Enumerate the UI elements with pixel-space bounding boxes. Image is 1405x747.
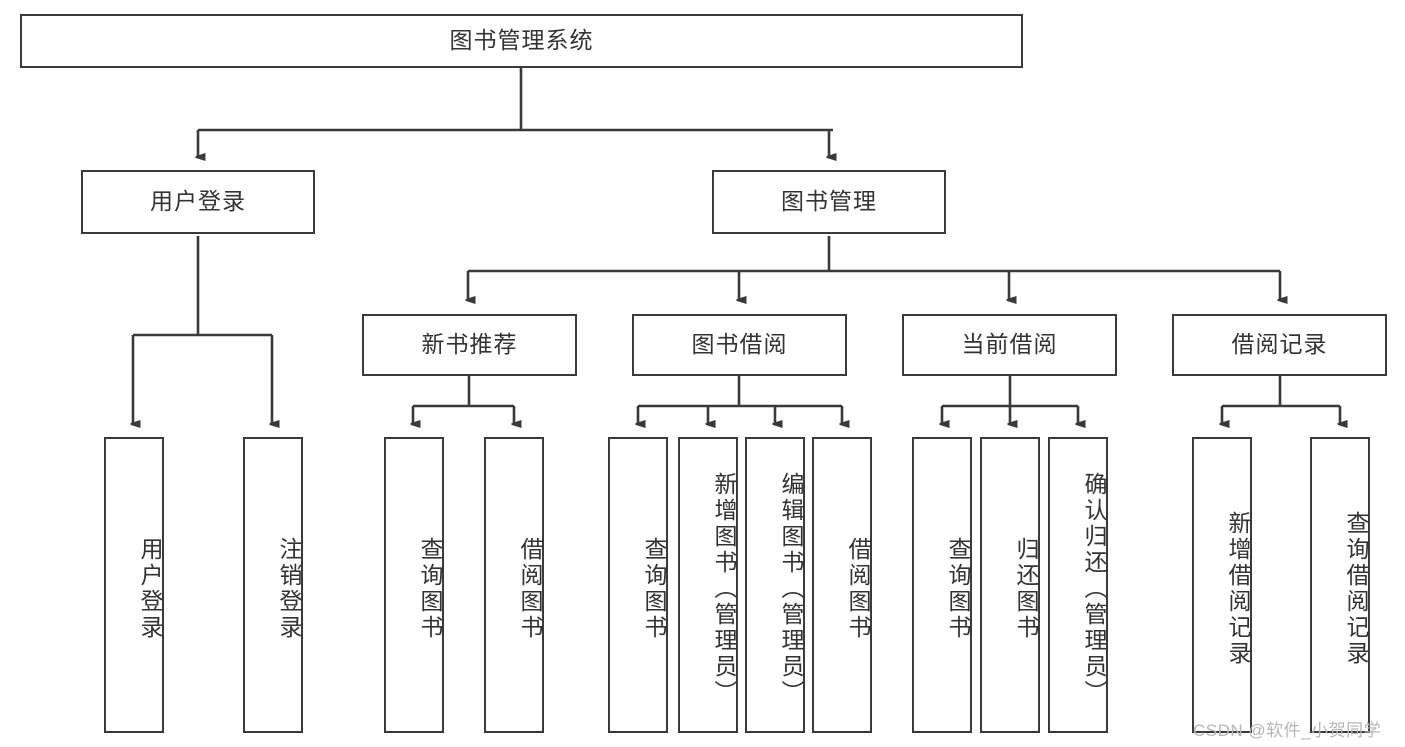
leaf-borrow-query-book[interactable]: 查询图书 — [608, 437, 668, 733]
node-borrow-record[interactable]: 借阅记录 — [1172, 314, 1387, 376]
leaf-recommend-borrow-book[interactable]: 借阅图书 — [484, 437, 544, 733]
csdn-watermark: CSDN @软件_小贺同学 — [1193, 721, 1382, 740]
leaf-recommend-query-book-label: 查询图书 — [417, 537, 443, 641]
node-book-management[interactable]: 图书管理 — [712, 170, 946, 234]
leaf-return-book[interactable]: 归还图书 — [980, 437, 1040, 733]
leaf-borrow-query-book-label: 查询图书 — [641, 537, 667, 641]
node-borrow-record-label: 借阅记录 — [1231, 331, 1328, 358]
node-new-book-recommend-label: 新书推荐 — [421, 331, 518, 358]
leaf-current-query-book[interactable]: 查询图书 — [912, 437, 972, 733]
leaf-add-borrow-record-label: 新增借阅记录 — [1225, 511, 1251, 667]
leaf-edit-book-admin[interactable]: 编辑图书（管理员） — [745, 437, 805, 733]
node-root-label: 图书管理系统 — [449, 27, 594, 54]
node-user-login[interactable]: 用户登录 — [81, 170, 315, 234]
node-current-borrow-label: 当前借阅 — [961, 331, 1058, 358]
leaf-current-query-book-label: 查询图书 — [945, 537, 971, 641]
leaf-recommend-query-book[interactable]: 查询图书 — [384, 437, 444, 733]
node-current-borrow[interactable]: 当前借阅 — [902, 314, 1117, 376]
leaf-confirm-return-admin-label: 确认归还（管理员） — [1081, 472, 1107, 706]
node-book-management-label: 图书管理 — [781, 188, 877, 215]
leaf-logout-label: 注销登录 — [276, 537, 302, 641]
leaf-edit-book-admin-label: 编辑图书（管理员） — [778, 472, 804, 706]
leaf-query-borrow-record[interactable]: 查询借阅记录 — [1310, 437, 1370, 733]
leaf-borrow-book[interactable]: 借阅图书 — [812, 437, 872, 733]
leaf-user-login-label: 用户登录 — [137, 537, 163, 641]
leaf-confirm-return-admin[interactable]: 确认归还（管理员） — [1048, 437, 1108, 733]
node-book-borrow-label: 图书借阅 — [691, 331, 788, 358]
leaf-borrow-book-label: 借阅图书 — [845, 537, 871, 641]
leaf-add-book-admin-label: 新增图书（管理员） — [711, 472, 737, 706]
leaf-add-borrow-record[interactable]: 新增借阅记录 — [1192, 437, 1252, 733]
node-new-book-recommend[interactable]: 新书推荐 — [362, 314, 577, 376]
leaf-logout[interactable]: 注销登录 — [243, 437, 303, 733]
leaf-add-book-admin[interactable]: 新增图书（管理员） — [678, 437, 738, 733]
node-root[interactable]: 图书管理系统 — [20, 14, 1023, 68]
node-book-borrow[interactable]: 图书借阅 — [632, 314, 847, 376]
leaf-user-login[interactable]: 用户登录 — [104, 437, 164, 733]
leaf-query-borrow-record-label: 查询借阅记录 — [1343, 511, 1369, 667]
leaf-recommend-borrow-book-label: 借阅图书 — [517, 537, 543, 641]
leaf-return-book-label: 归还图书 — [1013, 537, 1039, 641]
node-user-login-label: 用户登录 — [150, 188, 246, 215]
